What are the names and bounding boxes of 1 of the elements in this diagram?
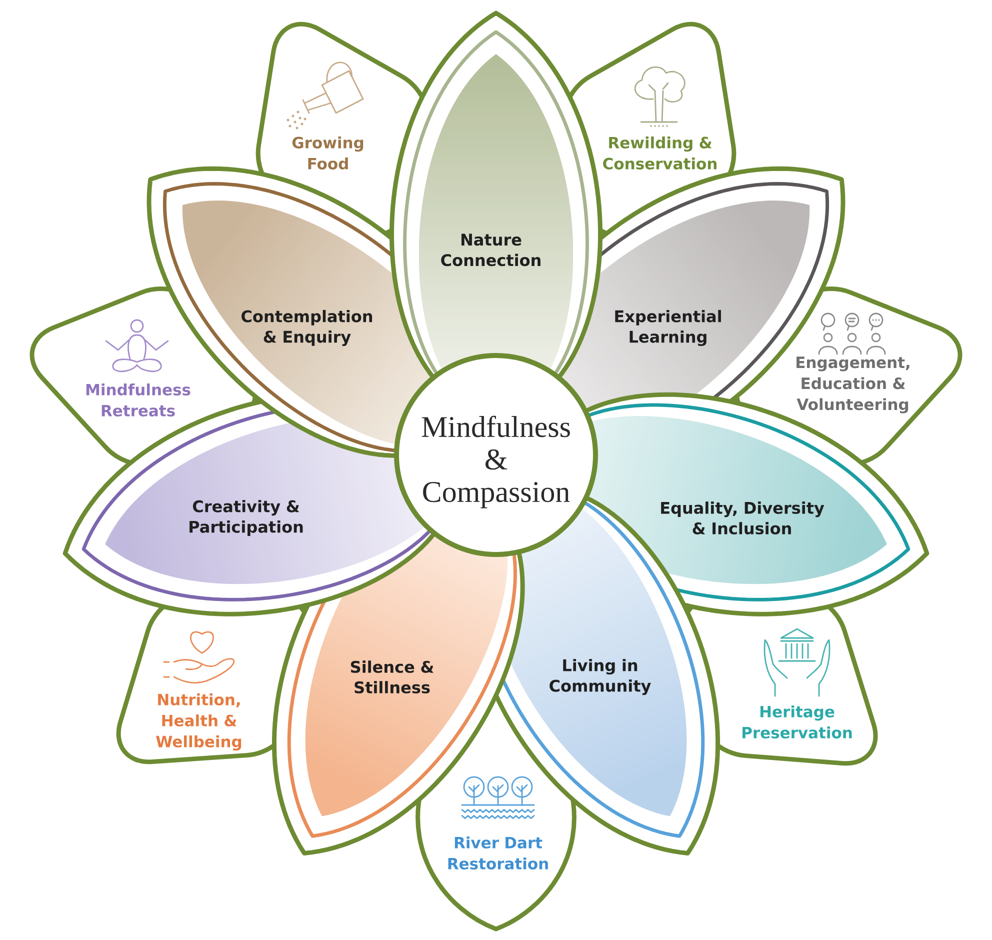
petal: Nature Connection (390, 10, 603, 386)
